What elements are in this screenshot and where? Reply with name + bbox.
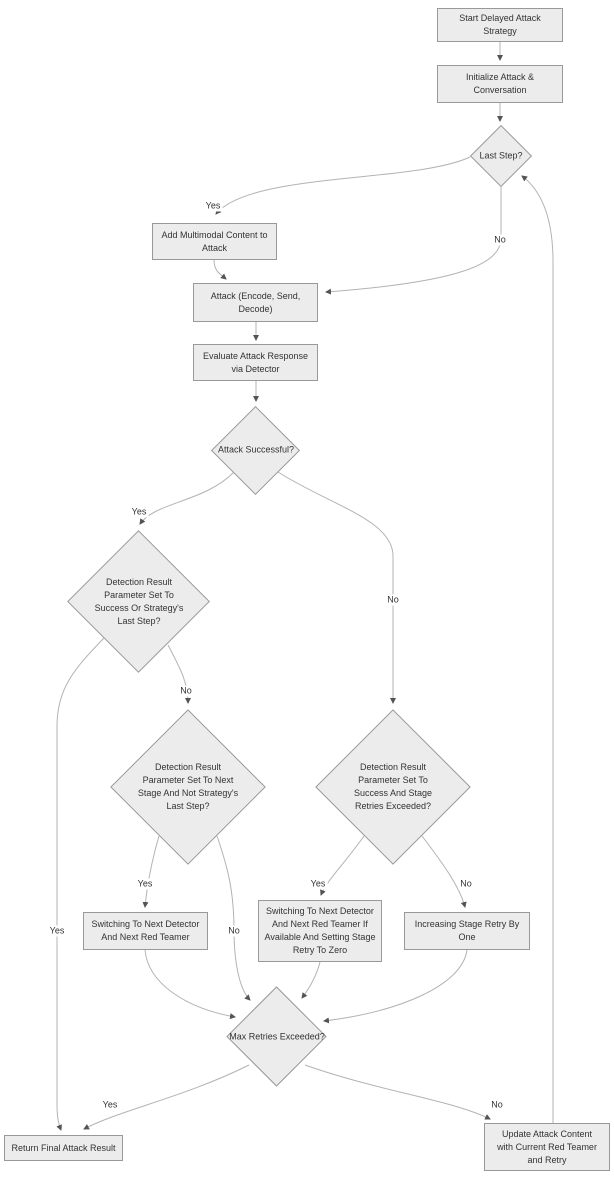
edge-label-attack-successful-no: No — [385, 594, 401, 606]
edge-label-max-retries-no: No — [489, 1099, 505, 1111]
edge-label-det-next-no: No — [226, 925, 242, 937]
node-return-final-result-label: Return Final Attack Result — [11, 1142, 116, 1153]
edge-label-attack-successful-yes: Yes — [129, 506, 149, 518]
node-evaluate-response-label: Evaluate Attack Response via Detector — [202, 350, 309, 374]
edge-label-det-next-yes: Yes — [135, 878, 155, 890]
node-detection-success-or-last-step-label: Detection Result Parameter Set To Succes… — [94, 577, 184, 626]
edge-last-step-no — [325, 187, 502, 295]
node-max-retries-label: Max Retries Exceeded? — [229, 1031, 325, 1042]
node-return-final-result: Return Final Attack Result — [4, 1135, 123, 1161]
node-start-label: Start Delayed Attack Strategy — [459, 13, 541, 36]
edge-label-det-retries-yes: Yes — [308, 878, 328, 890]
node-evaluate-response: Evaluate Attack Response via Detector — [193, 344, 318, 381]
node-increase-stage-retry-label: Increasing Stage Retry By One — [414, 919, 520, 942]
edge-switch-next-to-max — [144, 949, 236, 1020]
node-detection-next-stage-label: Detection Result Parameter Set To Next S… — [137, 762, 239, 811]
edge-multimodal-to-attack — [213, 259, 227, 280]
node-initialize: Initialize Attack & Conversation — [437, 65, 563, 103]
node-update-attack-content-label: Update Attack Content with Current Red T… — [497, 1128, 597, 1165]
edge-label-det-success-no: No — [178, 685, 194, 697]
node-last-step-label: Last Step? — [479, 150, 523, 161]
edge-label-max-retries-yes: Yes — [100, 1099, 120, 1111]
node-attack-label: Attack (Encode, Send, Decode) — [210, 290, 301, 314]
edge-det-retries-no — [421, 835, 467, 908]
edge-label-det-success-yes: Yes — [47, 925, 67, 937]
node-initialize-label: Initialize Attack & Conversation — [465, 72, 535, 95]
edge-det-next-yes — [142, 835, 160, 908]
edge-det-retries-yes — [320, 835, 365, 896]
node-start: Start Delayed Attack Strategy — [437, 8, 563, 42]
edge-last-step-yes — [215, 156, 471, 215]
node-add-multimodal-label: Add Multimodal Content to Attack — [161, 229, 268, 253]
edge-label-last-step-no: No — [492, 234, 508, 246]
edge-label-det-retries-no: No — [458, 878, 474, 890]
edge-update-to-last-step — [521, 175, 554, 1123]
node-update-attack-content: Update Attack Content with Current Red T… — [484, 1123, 610, 1171]
edge-max-retries-no — [304, 1064, 491, 1120]
edge-successful-yes — [139, 471, 235, 525]
node-switch-next-detector-if-available: Switching To Next Detector And Next Red … — [258, 900, 382, 962]
edge-det-success-yes-long — [56, 637, 105, 1131]
node-attack-successful-label: Attack Successful? — [217, 444, 295, 455]
edge-max-retries-yes — [83, 1064, 250, 1130]
node-detection-success-retries-label: Detection Result Parameter Set To Succes… — [353, 762, 433, 811]
edge-det-next-no — [216, 835, 251, 1001]
node-switch-next-detector-if-available-label: Switching To Next Detector And Next Red … — [264, 906, 376, 955]
node-switch-next-detector: Switching To Next Detector And Next Red … — [83, 912, 208, 950]
node-attack: Attack (Encode, Send, Decode) — [193, 283, 318, 322]
edge-label-last-step-yes: Yes — [203, 200, 223, 212]
node-add-multimodal: Add Multimodal Content to Attack — [152, 223, 277, 260]
edge-successful-no — [277, 471, 396, 704]
edge-switch-next-if-to-max — [301, 961, 321, 999]
node-switch-next-detector-label: Switching To Next Detector And Next Red … — [91, 919, 200, 942]
edge-det-success-no — [167, 644, 191, 704]
node-increase-stage-retry: Increasing Stage Retry By One — [404, 912, 530, 950]
edge-increase-retry-to-max — [323, 949, 468, 1024]
